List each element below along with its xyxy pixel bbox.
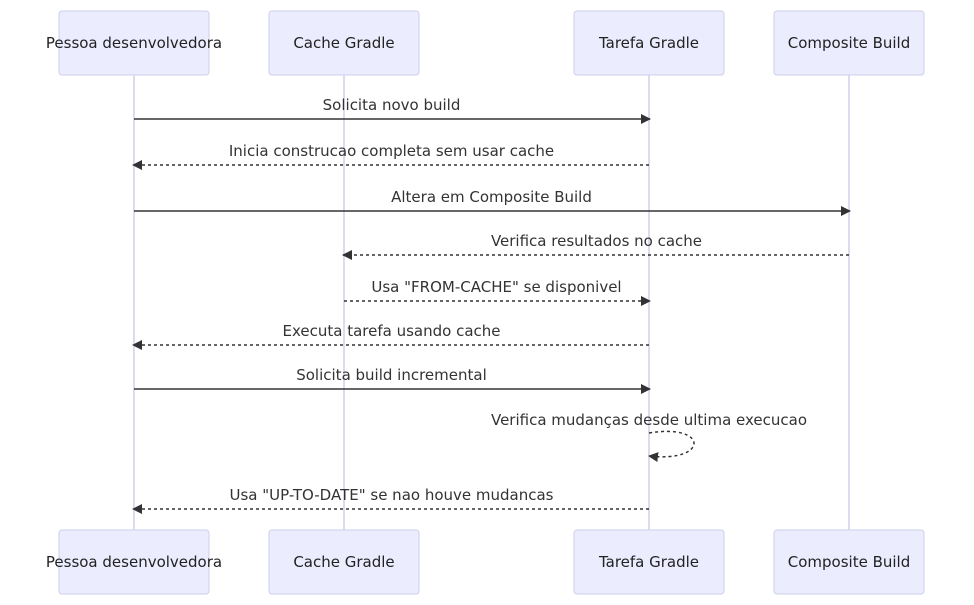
actors-bottom: Pessoa desenvolvedora Cache Gradle Tarefa … <box>46 529 925 595</box>
actor-label: Cache Gradle <box>293 34 394 52</box>
message-label: Usa "UP-TO-DATE" se nao houve mudancas <box>230 486 554 504</box>
message-9: Usa "UP-TO-DATE" se nao houve mudancas <box>132 486 649 514</box>
message-label: Solicita novo build <box>323 96 461 114</box>
message-6: Executa tarefa usando cache <box>132 322 649 350</box>
actor-cache-bottom[interactable]: Cache Gradle <box>268 529 420 595</box>
actor-label: Cache Gradle <box>293 553 394 571</box>
message-3: Altera em Composite Build <box>134 188 851 216</box>
message-label: Executa tarefa usando cache <box>282 322 500 340</box>
actor-task-top[interactable]: Tarefa Gradle <box>573 10 725 76</box>
message-4: Verifica resultados no cache <box>342 232 849 260</box>
message-label: Usa "FROM-CACHE" se disponivel <box>371 278 621 296</box>
actor-box <box>573 10 725 76</box>
actor-label: Composite Build <box>788 34 910 52</box>
message-label: Solicita build incremental <box>296 366 487 384</box>
actor-dev-bottom[interactable]: Pessoa desenvolvedora <box>46 529 222 595</box>
actor-cache-top[interactable]: Cache Gradle <box>268 10 420 76</box>
actor-box <box>58 529 210 595</box>
message-label: Altera em Composite Build <box>391 188 592 206</box>
message-7: Solicita build incremental <box>134 366 651 394</box>
actor-dev-top[interactable]: Pessoa desenvolvedora <box>46 10 222 76</box>
self-message-arrow <box>648 430 695 463</box>
message-1: Solicita novo build <box>134 96 651 124</box>
actor-box <box>773 529 925 595</box>
actor-label: Tarefa Gradle <box>598 553 699 571</box>
actor-box <box>58 10 210 76</box>
actor-task-bottom[interactable]: Tarefa Gradle <box>573 529 725 595</box>
actor-label: Pessoa desenvolvedora <box>46 553 222 571</box>
message-8: Verifica mudanças desde ultima execucao <box>491 411 807 463</box>
message-label: Verifica resultados no cache <box>491 232 702 250</box>
message-label: Inicia construcao completa sem usar cach… <box>229 142 554 160</box>
actor-label: Composite Build <box>788 553 910 571</box>
message-5: Usa "FROM-CACHE" se disponivel <box>344 278 651 306</box>
actor-box <box>573 529 725 595</box>
actor-label: Tarefa Gradle <box>598 34 699 52</box>
message-2: Inicia construcao completa sem usar cach… <box>132 142 649 170</box>
actors-top: Pessoa desenvolvedora Cache Gradle Tarefa … <box>46 10 925 76</box>
actor-label: Pessoa desenvolvedora <box>46 34 222 52</box>
actor-box <box>268 10 420 76</box>
actor-box <box>268 529 420 595</box>
message-label: Verifica mudanças desde ultima execucao <box>491 411 807 429</box>
actor-box <box>773 10 925 76</box>
actor-composite-top[interactable]: Composite Build <box>773 10 925 76</box>
actor-composite-bottom[interactable]: Composite Build <box>773 529 925 595</box>
